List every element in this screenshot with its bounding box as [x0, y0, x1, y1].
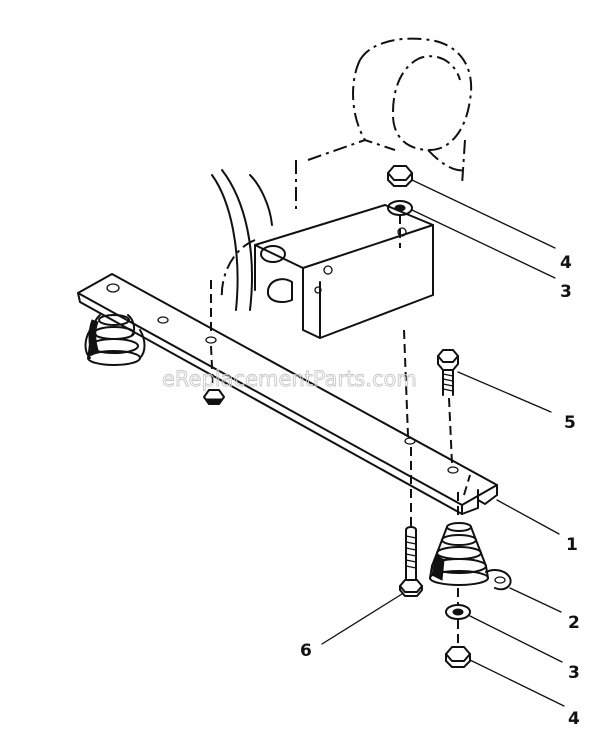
callout-bolt-5: 5 — [564, 413, 576, 433]
callout-vibration-mount: 2 — [568, 613, 580, 633]
callout-washer-upper: 3 — [560, 282, 572, 302]
mounting-block — [254, 204, 434, 339]
base-bracket — [77, 273, 498, 515]
vibration-mount-right — [429, 522, 512, 591]
assembly-center-lines — [210, 215, 471, 645]
leader-lines — [321, 179, 565, 707]
hex-nut-left — [203, 389, 225, 405]
callout-nut-lower: 4 — [568, 709, 580, 729]
bolt-5 — [437, 349, 459, 396]
callout-bolt-6: 6 — [300, 641, 312, 661]
callout-washer-lower: 3 — [568, 663, 580, 683]
bolt-6 — [399, 526, 423, 597]
callout-nut-upper: 4 — [560, 253, 572, 273]
motor-outline — [211, 37, 473, 311]
hex-nut-upper — [387, 165, 413, 187]
callout-labels: 4 3 5 1 2 6 3 4 — [300, 253, 580, 729]
vibration-mount-left — [84, 314, 146, 366]
callout-base-bracket: 1 — [566, 535, 578, 555]
lock-washer-lower — [445, 604, 471, 620]
watermark-text: eReplacementParts.com — [162, 367, 417, 391]
hex-nut-lower — [445, 646, 471, 668]
